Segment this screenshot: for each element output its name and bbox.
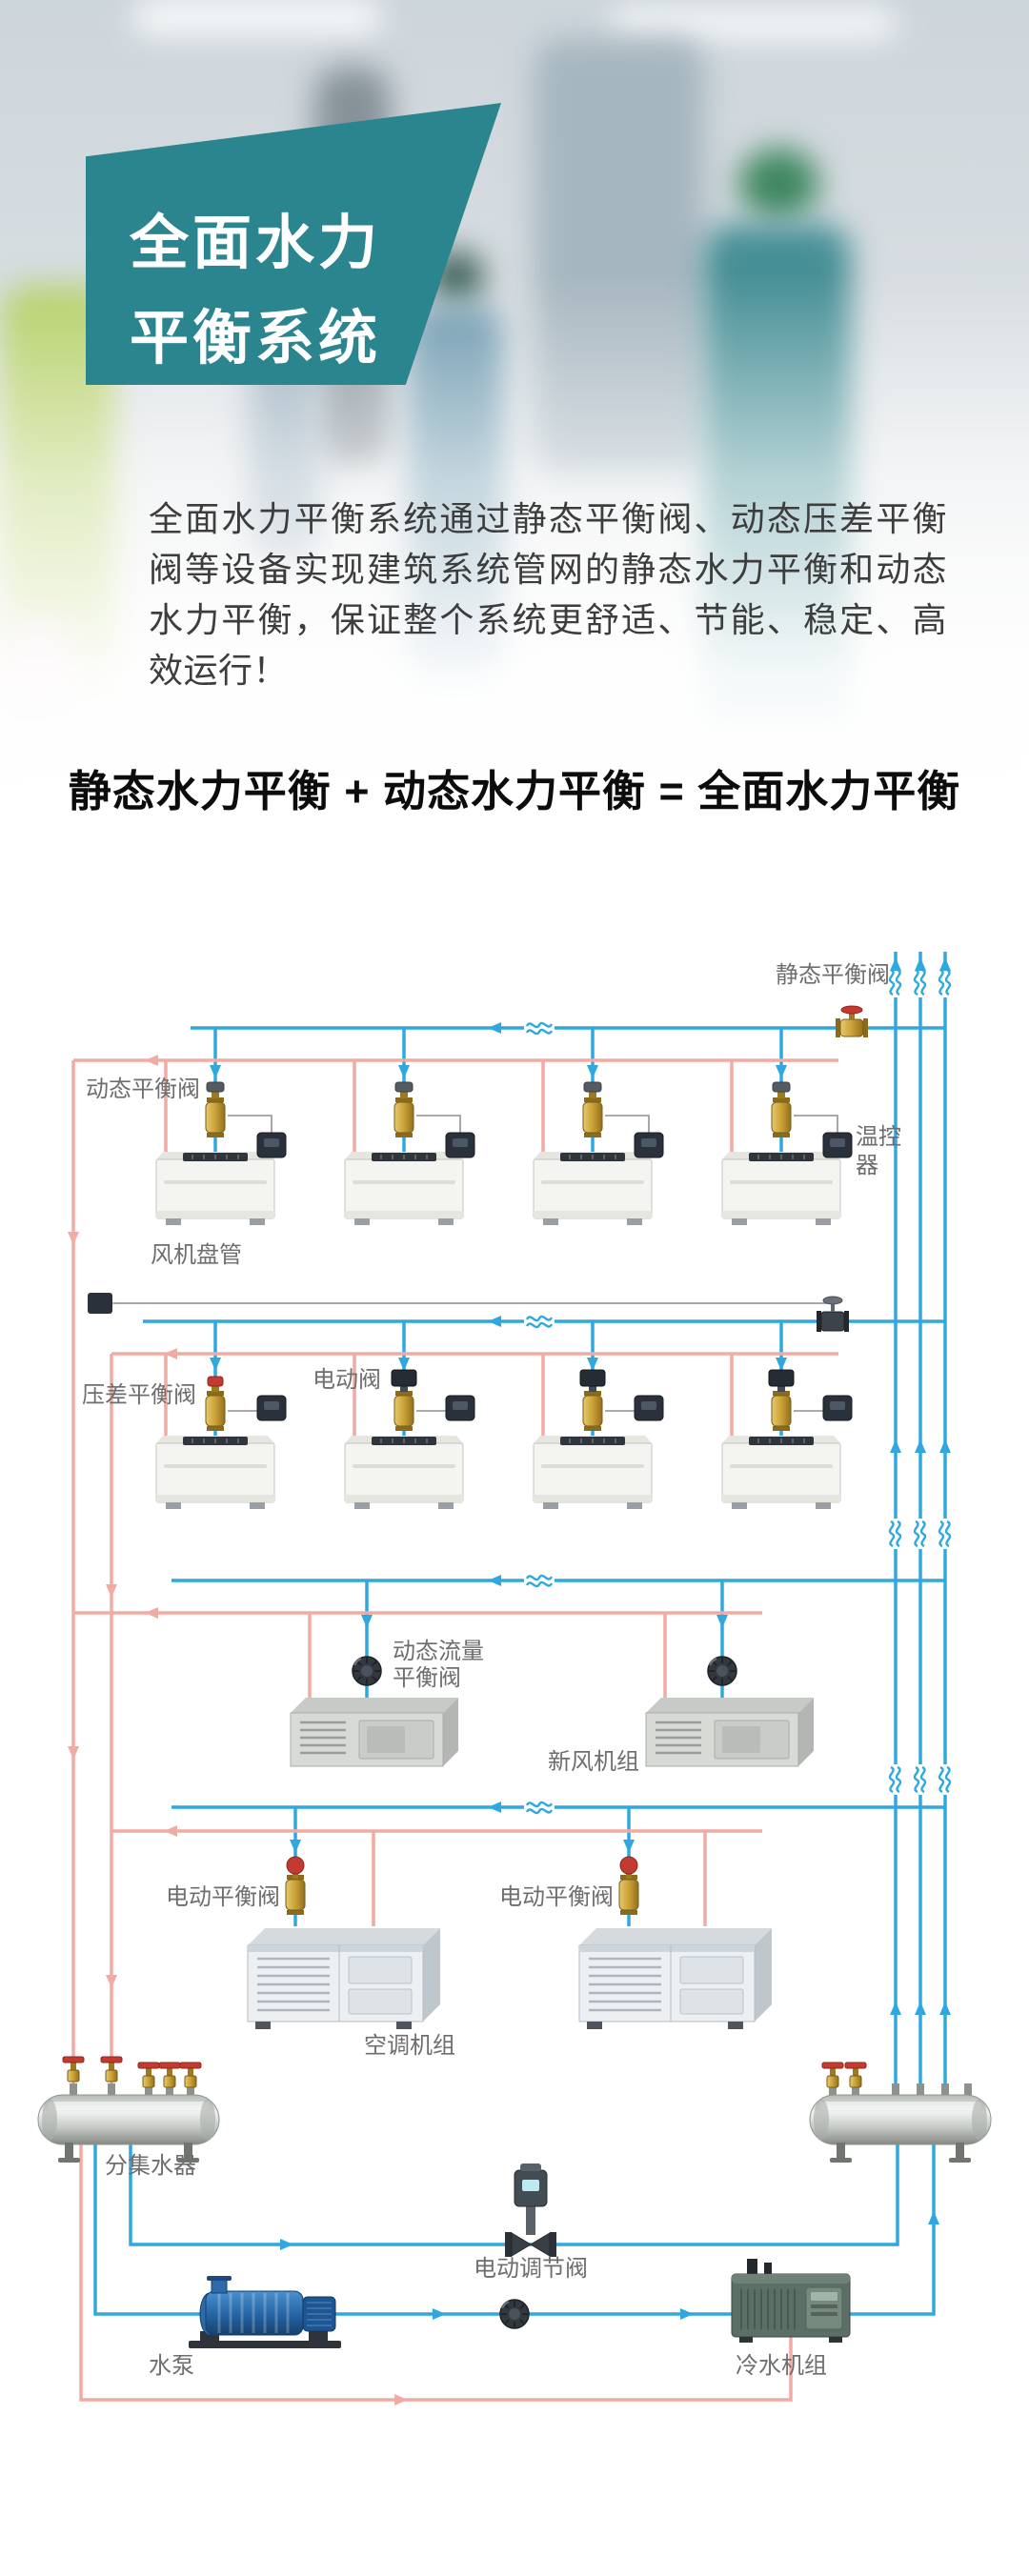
water-distributor-manifold [809,2094,992,2163]
label-fan-coil-unit: 风机盘管 [151,1242,242,1268]
air-handling-units [246,1926,774,2031]
label-electric-balancing-valve-2: 电动平衡阀 [499,1884,614,1910]
page-title-line2: 平衡系统 [130,306,382,372]
hydraulic-system-diagram: 静态平衡阀 动态平衡阀 温控 器 风机盘管 压差平衡阀 电动阀 动态流量 平衡阀… [37,952,992,2405]
fan-coil-units [155,1151,841,1510]
label-dynamic-balancing-valve: 动态平衡阀 [86,1077,200,1102]
dp-sensor [88,1293,112,1314]
label-electric-balancing-valve-1: 电动平衡阀 [166,1884,280,1910]
static-balancing-valve [835,1005,869,1038]
hero-section: 全面水力 平衡系统 全面水力平衡系统通过静态平衡阀、动态压差平衡阀等设备实现建筑… [0,0,1029,914]
manifold-nozzles [70,2083,972,2095]
label-electric-regulating-valve: 电动调节阀 [474,2256,588,2282]
label-manifold: 分集水器 [105,2153,196,2179]
label-motorized-valve: 电动阀 [313,1367,381,1393]
return-pipes [71,1058,838,2402]
page-title: 全面水力 平衡系统 [86,103,501,385]
label-fresh-air-unit: 新风机组 [548,1749,639,1775]
intro-paragraph: 全面水力平衡系统通过静态平衡阀、动态压差平衡阀等设备实现建筑系统管网的静态水力平… [149,499,947,690]
label-dynamic-flow-valve-line1: 动态流量 [393,1639,484,1664]
water-pump [187,2274,343,2350]
label-air-conditioning-unit: 空调机组 [364,2033,455,2059]
dynamic-balancing-valves [205,1081,792,1138]
balance-equation: 静态水力平衡 + 动态水力平衡 = 全面水力平衡 [68,767,961,815]
label-chiller-unit: 冷水机组 [736,2353,827,2379]
static-balancing-valve-2 [816,1296,850,1333]
label-dynamic-flow-valve-line2: 平衡阀 [393,1665,461,1691]
label-dp-balancing-valve: 压差平衡阀 [82,1382,196,1408]
chiller-unit [731,2258,851,2344]
system-diagram-section: 静态平衡阀 动态平衡阀 温控 器 风机盘管 压差平衡阀 电动阀 动态流量 平衡阀… [0,914,1029,2571]
label-static-balancing-valve: 静态平衡阀 [776,962,890,988]
page-title-line1: 全面水力 [130,211,382,276]
label-thermostat-line1: 温控 [856,1124,901,1150]
dp-balancing-valve [205,1376,226,1432]
label-thermostat-line2: 器 [856,1153,878,1178]
manifold-shutoff-valves [62,2056,867,2088]
label-water-pump: 水泵 [149,2353,194,2379]
balancing-valve-knob [499,2299,530,2329]
